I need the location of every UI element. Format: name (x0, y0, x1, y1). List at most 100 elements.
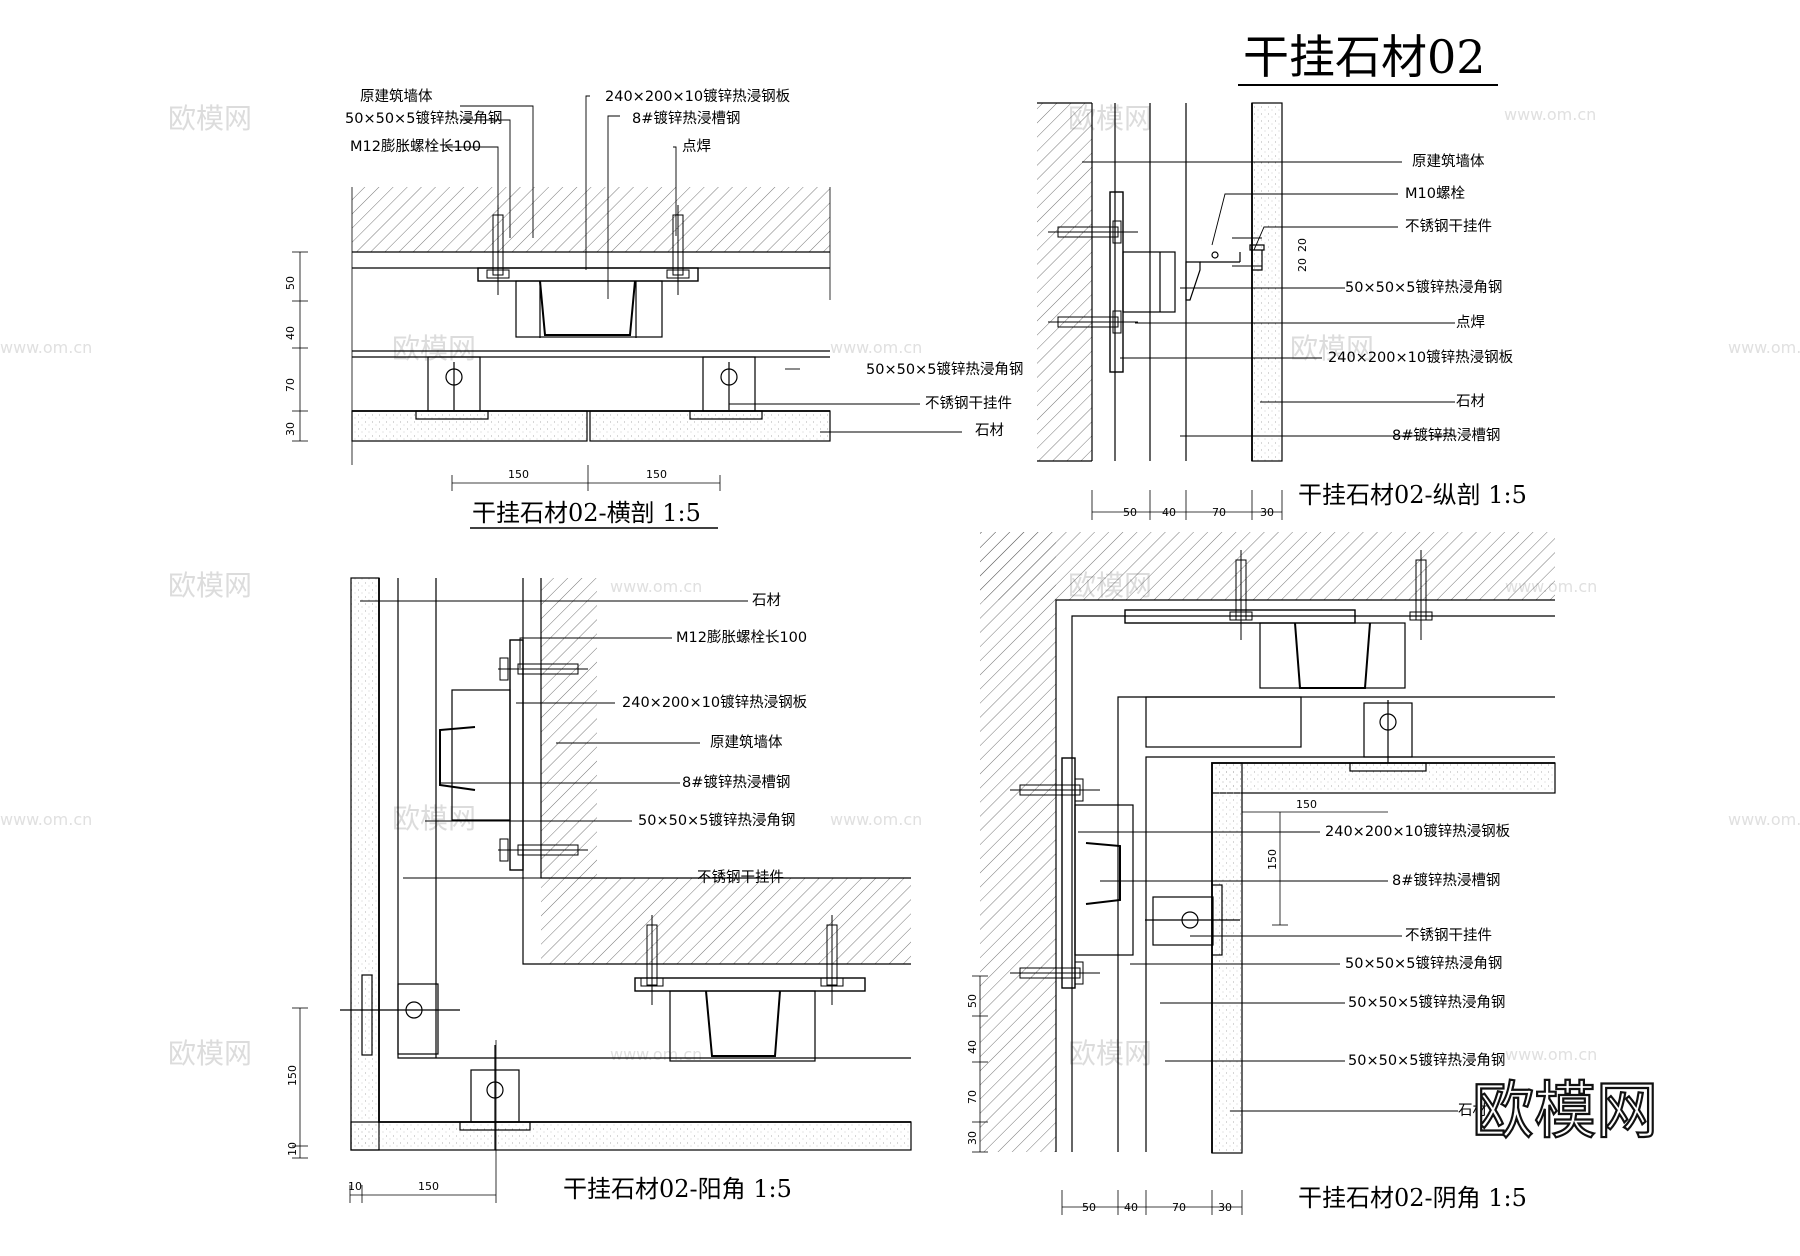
watermark-url: www.om.cn (0, 338, 92, 357)
dim-label: 150 (646, 468, 667, 481)
dimension-lines (292, 1007, 497, 1203)
label-channel: 8#镀锌热浸槽钢 (1392, 872, 1500, 889)
label-angle-steel: 50×50×5镀锌热浸角钢 (1345, 279, 1502, 296)
watermark-text: 欧模网 (1290, 332, 1374, 365)
anchor-bolt (486, 205, 690, 295)
dim-label: 50 (284, 276, 297, 290)
label-stone: 石材 (1456, 393, 1485, 410)
channel-steel (439, 726, 476, 791)
long-section-labels: 原建筑墙体 M10螺栓 不锈钢干挂件 50×50×5镀锌热浸角钢 点焊 240×… (1123, 153, 1527, 519)
watermark-text: 欧模网 (168, 569, 252, 602)
label-angle-steel: 50×50×5镀锌热浸角钢 (345, 110, 502, 127)
view-title: 干挂石材02-阳角 1:5 (563, 1175, 792, 1203)
dimension-lines (972, 811, 1388, 1215)
dim-label: 10 (348, 1180, 362, 1193)
dim-label: 10 (286, 1142, 299, 1156)
view-title: 干挂石材02-横剖 1:5 (472, 499, 701, 527)
label-angle-steel: 50×50×5镀锌热浸角钢 (1345, 955, 1502, 972)
label-hanger: 不锈钢干挂件 (1405, 218, 1492, 235)
dim-label: 50 (1123, 506, 1137, 519)
watermark-url: www.om.cn (830, 338, 922, 357)
steel-plate (1124, 609, 1356, 624)
inner-corner-view (972, 532, 1556, 1215)
watermark-url: www.om.cn (1505, 1045, 1597, 1064)
dim-label: 40 (1162, 506, 1176, 519)
dim-label: 40 (966, 1040, 979, 1054)
channel-steel (1085, 842, 1121, 905)
dim-label: 30 (1260, 506, 1274, 519)
watermark-text: 欧模网 (168, 1037, 252, 1070)
anchor-bolt (1010, 550, 1433, 985)
watermark-url: www.om.cn (610, 577, 702, 596)
watermark-text: 欧模网 (1068, 1037, 1152, 1070)
stone-panel (1211, 762, 1243, 1154)
dim-label: 30 (1218, 1201, 1232, 1214)
wall-hatch (1037, 103, 1092, 461)
outer-corner-labels: 石材 M12膨胀螺栓长100 240×200×10镀锌热浸钢板 原建筑墙体 8#… (286, 592, 808, 1203)
inner-corner-labels: 240×200×10镀锌热浸钢板 8#镀锌热浸槽钢 不锈钢干挂件 50×50×5… (966, 798, 1527, 1214)
wall-hatch (980, 532, 1056, 1152)
dim-label: 50 (1082, 1201, 1096, 1214)
hanger-bracket (1145, 696, 1427, 956)
watermark-url: www.om.cn (1728, 810, 1800, 829)
label-channel: 8#镀锌热浸槽钢 (632, 110, 740, 127)
wall-hatch (541, 578, 597, 878)
dim-label: 70 (1172, 1201, 1186, 1214)
cross-section-view (292, 95, 962, 491)
leader-lines (445, 95, 962, 433)
label-channel: 8#镀锌热浸槽钢 (1392, 427, 1500, 444)
dim-label: 70 (1212, 506, 1226, 519)
watermark-url: www.om.cn (1728, 338, 1800, 357)
watermark-text: 欧模网 (168, 102, 252, 135)
view-title: 干挂石材02-纵剖 1:5 (1298, 481, 1527, 509)
label-spot-weld: 点焊 (1456, 314, 1485, 331)
label-wall: 原建筑墙体 (710, 734, 783, 751)
label-hanger: 不锈钢干挂件 (1405, 927, 1492, 944)
dim-label: 40 (1124, 1201, 1138, 1214)
outer-corner-view (292, 577, 912, 1203)
dim-label: 150 (418, 1180, 439, 1193)
brand-logo: 欧模网 (1472, 1074, 1658, 1147)
dim-label: 40 (284, 326, 297, 340)
dim-label: 30 (284, 422, 297, 436)
watermark-layer: 欧模网 欧模网 欧模网 欧模网 欧模网 欧模网 欧模网 欧模网 欧模网 www.… (0, 102, 1800, 1070)
watermark-text: 欧模网 (392, 332, 476, 365)
dim-label: 70 (966, 1090, 979, 1104)
label-channel: 8#镀锌热浸槽钢 (682, 774, 790, 791)
watermark-url: www.om.cn (830, 810, 922, 829)
dimension-lines (1091, 490, 1283, 520)
steel-plate (1109, 191, 1124, 373)
label-hanger: 不锈钢干挂件 (697, 869, 784, 886)
wall-hatch (980, 532, 1555, 600)
steel-plate (1061, 757, 1076, 989)
label-steel-plate: 240×200×10镀锌热浸钢板 (622, 693, 808, 711)
cross-section-labels: 原建筑墙体 50×50×5镀锌热浸角钢 M12膨胀螺栓长100 240×200×… (284, 87, 1023, 529)
label-anchor-bolt: M12膨胀螺栓长100 (676, 629, 807, 646)
dim-label: 20 (1296, 258, 1309, 272)
dim-label: 20 (1296, 238, 1309, 252)
label-stone: 石材 (1458, 1102, 1487, 1119)
label-wall: 原建筑墙体 (360, 88, 433, 105)
dim-label: 150 (1266, 849, 1279, 870)
watermark-url: www.om.cn (610, 1045, 702, 1064)
dim-label: 30 (966, 1131, 979, 1145)
view-title: 干挂石材02-阴角 1:5 (1298, 1184, 1527, 1212)
watermark-text: 欧模网 (392, 802, 476, 835)
label-steel-plate: 240×200×10镀锌热浸钢板 (1328, 348, 1514, 366)
hanger-bracket (1185, 244, 1265, 301)
hanger-bracket (340, 974, 531, 1150)
stone-panel (351, 410, 588, 442)
dim-label: 150 (286, 1065, 299, 1086)
label-anchor-bolt: M12膨胀螺栓长100 (350, 138, 481, 155)
stone-panel (589, 410, 831, 442)
leader-lines (360, 600, 748, 879)
anchor-bolt (498, 657, 844, 1005)
label-wall: 原建筑墙体 (1412, 153, 1485, 170)
label-m10-bolt: M10螺栓 (1405, 185, 1465, 202)
leader-lines (1082, 161, 1455, 437)
stone-panel (1211, 762, 1556, 794)
label-stone: 石材 (975, 422, 1004, 439)
dim-label: 50 (966, 994, 979, 1008)
dim-label: 150 (1296, 798, 1317, 811)
